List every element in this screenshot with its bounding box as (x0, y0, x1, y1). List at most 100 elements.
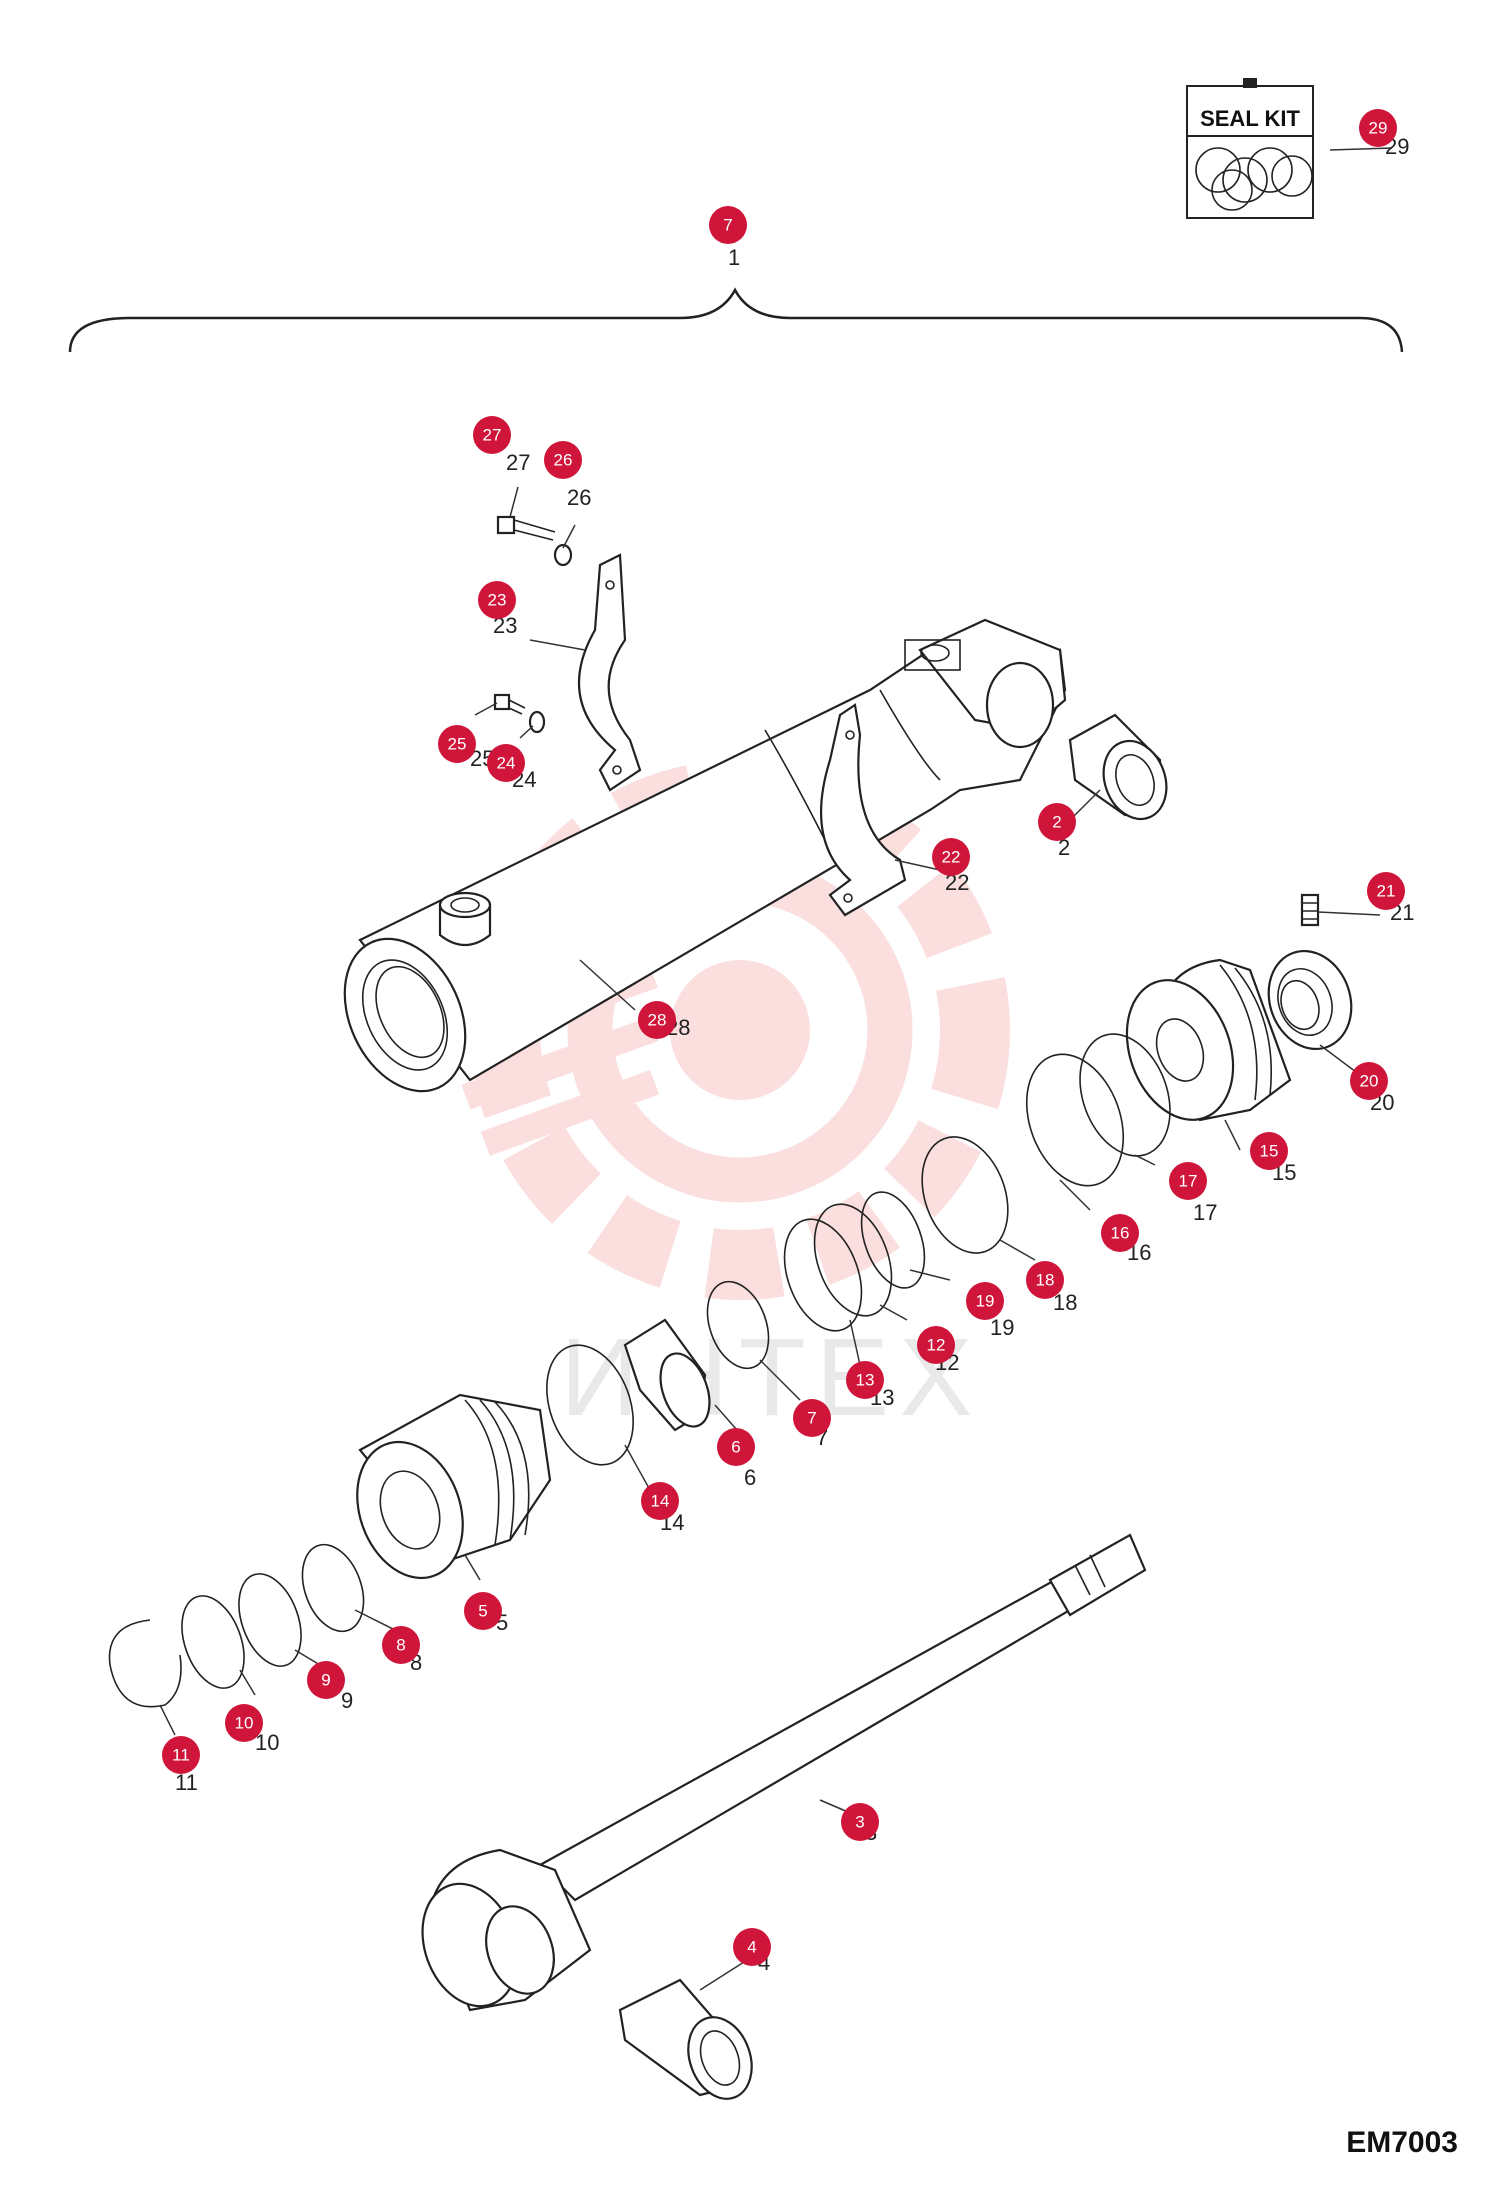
part-badge-p28[interactable]: 28 (638, 1001, 676, 1039)
part-badge-p27[interactable]: 27 (473, 416, 511, 454)
badge-circle (478, 581, 516, 619)
badge-number: 9 (321, 1671, 330, 1690)
part-badge-p29[interactable]: 29 (1359, 109, 1397, 147)
backup-ring-17 (1079, 1033, 1171, 1157)
part-badge-p13[interactable]: 13 (846, 1361, 884, 1399)
part-badge-p23[interactable]: 23 (478, 581, 516, 619)
badge-circle (846, 1361, 884, 1399)
badge-number: 4 (747, 1938, 756, 1957)
part-badge-p5[interactable]: 5 (464, 1592, 502, 1630)
clamp-bracket-upper (577, 553, 642, 792)
part-number-label-p19: 19 (990, 1315, 1014, 1340)
part-number-label-p17: 17 (1193, 1200, 1217, 1225)
part-badge-p12[interactable]: 12 (917, 1326, 955, 1364)
badge-circle (932, 838, 970, 876)
badge-circle (1250, 1132, 1288, 1170)
part-badges: 2972726232524222212820151716181912137614… (162, 109, 1405, 1966)
badge-number: 22 (942, 848, 961, 867)
grease-nipple (1300, 893, 1320, 927)
bushing-bottom (618, 1978, 753, 2100)
badge-number: 17 (1179, 1172, 1198, 1191)
badge-circle (162, 1736, 200, 1774)
badge-circle (1359, 109, 1397, 147)
bolt-27 (496, 515, 556, 541)
badge-circle (473, 416, 511, 454)
badge-number: 27 (483, 426, 502, 445)
badge-number: 26 (554, 451, 573, 470)
part-badge-p25[interactable]: 25 (438, 725, 476, 763)
part-number-label-p1: 1 (728, 245, 740, 270)
ring-8 (301, 1543, 365, 1633)
assembly-brace (68, 287, 1404, 353)
badge-number: 24 (497, 754, 516, 773)
part-badge-p18[interactable]: 18 (1026, 1261, 1064, 1299)
badge-circle (1350, 1062, 1388, 1100)
badge-number: 10 (235, 1714, 254, 1733)
part-badge-p11[interactable]: 11 (162, 1736, 200, 1774)
seal-kit-title: SEAL KIT (1200, 106, 1300, 131)
cylinder-barrel (343, 618, 1067, 1093)
part-badge-p24[interactable]: 24 (487, 744, 525, 782)
part-badge-p10[interactable]: 10 (225, 1704, 263, 1742)
part-badge-p14[interactable]: 14 (641, 1482, 679, 1520)
washer-24 (528, 710, 546, 734)
badge-number: 25 (448, 735, 467, 754)
part-badge-p21[interactable]: 21 (1367, 872, 1405, 910)
lock-nut (1267, 949, 1353, 1051)
badge-circle (1101, 1214, 1139, 1252)
ring-7 (706, 1280, 770, 1370)
badge-circle (307, 1661, 345, 1699)
badge-circle (641, 1482, 679, 1520)
part-badge-p3[interactable]: 3 (841, 1803, 879, 1841)
part-number-label-p2: 2 (1058, 835, 1070, 860)
part-badge-p7[interactable]: 7 (793, 1399, 831, 1437)
badge-number: 16 (1111, 1224, 1130, 1243)
badge-number: 18 (1036, 1271, 1055, 1290)
part-badge-p19[interactable]: 19 (966, 1282, 1004, 1320)
part-badge-p22[interactable]: 22 (932, 838, 970, 876)
seal-18 (921, 1136, 1009, 1254)
part-badge-p8[interactable]: 8 (382, 1626, 420, 1664)
part-badge-p2[interactable]: 2 (1038, 803, 1076, 841)
part-badge-p4[interactable]: 4 (733, 1928, 771, 1966)
gland-head (356, 1393, 552, 1580)
badge-number: 7 (723, 216, 732, 235)
badge-number: 14 (651, 1492, 670, 1511)
badge-circle (382, 1626, 420, 1664)
o-ring-14 (546, 1344, 634, 1466)
badge-number: 20 (1360, 1072, 1379, 1091)
badge-number: 6 (731, 1438, 740, 1457)
badge-number: 12 (927, 1336, 946, 1355)
bushing-top (1068, 713, 1168, 821)
seal-12 (813, 1203, 893, 1317)
part-badge-p1[interactable]: 7 (709, 206, 747, 244)
washer-26 (553, 543, 573, 567)
badge-number: 13 (856, 1371, 875, 1390)
badge-circle (1169, 1162, 1207, 1200)
snap-ring-11 (108, 1619, 182, 1708)
badge-circle (917, 1326, 955, 1364)
badge-number: 21 (1377, 882, 1396, 901)
part-badge-p16[interactable]: 16 (1101, 1214, 1139, 1252)
ring-9 (238, 1573, 302, 1667)
part-badge-p9[interactable]: 9 (307, 1661, 345, 1699)
badge-circle (438, 725, 476, 763)
badge-circle (638, 1001, 676, 1039)
seal-13 (783, 1218, 863, 1332)
part-badge-p17[interactable]: 17 (1169, 1162, 1207, 1200)
part-badge-p15[interactable]: 15 (1250, 1132, 1288, 1170)
badge-number: 8 (396, 1636, 405, 1655)
badge-circle (1367, 872, 1405, 910)
badge-circle (544, 441, 582, 479)
wear-ring-16 (1025, 1053, 1125, 1187)
bushing-6 (623, 1318, 711, 1432)
part-badge-p26[interactable]: 26 (544, 441, 582, 479)
badge-circle (966, 1282, 1004, 1320)
part-number-label-p11: 11 (175, 1770, 198, 1795)
part-badge-p6[interactable]: 6 (717, 1428, 755, 1466)
badge-number: 7 (807, 1409, 816, 1428)
part-badge-p20[interactable]: 20 (1350, 1062, 1388, 1100)
badge-circle (709, 206, 747, 244)
